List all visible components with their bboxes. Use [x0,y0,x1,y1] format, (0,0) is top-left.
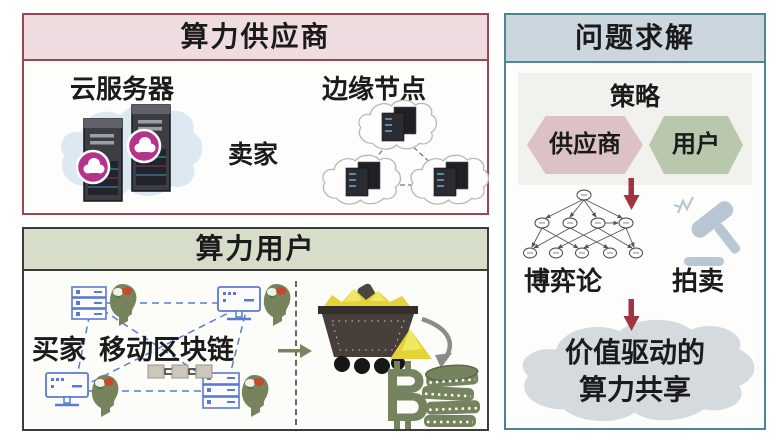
buyer-label: 买家 [32,335,86,365]
user-head-icon [91,375,119,417]
user-labels: 买家 移动区块链 [32,328,234,367]
monitor-icon [45,372,89,407]
result-line-1: 价值驱动的 [564,338,705,369]
edge-nodes-icon [322,99,490,205]
server-tower-icon [131,104,171,192]
blockchain-network-icon [45,284,291,417]
auction-label: 拍卖 [672,267,725,296]
result-line-2: 算力共享 [578,375,691,406]
strategy-hexagons: 供应商 用户 [518,116,752,174]
down-arrow-icon [623,178,640,210]
cloud-badge-icon [75,149,111,185]
edge-cloud-node [322,154,402,205]
blockchain-icon [147,364,213,379]
strategy-label: 策略 [609,84,660,111]
seller-label: 卖家 [228,142,279,169]
mobile-blockchain-label: 移动区块链 [99,335,234,365]
edge-cloud-node [410,154,490,205]
user-hexagon: 用户 [649,116,743,174]
game-theory-label: 博弈论 [524,267,603,296]
user-panel-title: 算力用户 [24,229,487,271]
user-panel: 算力用户 [22,227,489,431]
user-head-icon [241,375,269,417]
section-divider [295,281,297,425]
curved-arrow-icon [421,316,453,368]
supplier-panel-title: 算力供应商 [24,15,487,61]
right-arrow-icon [278,344,312,358]
solution-panel: 问题求解 策略 供应商 用户 [504,13,766,430]
supplier-hexagon: 供应商 [527,116,643,174]
mining-cart-icon [318,306,418,374]
impact-spark [673,196,694,214]
gold-pile-facet [402,329,422,351]
solution-result-text: 价值驱动的 算力共享 [506,335,764,409]
solution-panel-title: 问题求解 [506,15,764,63]
mining-reward-scene [278,283,481,429]
solution-cloud-icon [522,319,755,422]
strategy-panel: 策略 供应商 用户 [518,73,752,185]
coins-icon [421,364,481,427]
cloud-badge-icon [126,128,162,164]
cloud-server-icon [60,104,203,202]
supplier-panel: 算力供应商 云服务器 边缘节点 卖家 [22,13,490,215]
cloud-server-label: 云服务器 [70,75,175,104]
monitor-icon [217,286,261,321]
gold-facet [370,291,386,301]
edge-node-label: 边缘节点 [322,75,427,104]
gavel-icon [673,196,741,266]
server-rack-icon [71,286,107,320]
user-head-icon [263,284,291,326]
gold-facet [344,289,362,302]
bitcoin-icon [388,361,428,429]
down-arrow-icon [623,299,640,331]
edge-cloud-node [358,99,438,150]
game-tree-icon [523,189,643,259]
user-head-icon [109,284,137,326]
gold-ore [322,289,412,309]
